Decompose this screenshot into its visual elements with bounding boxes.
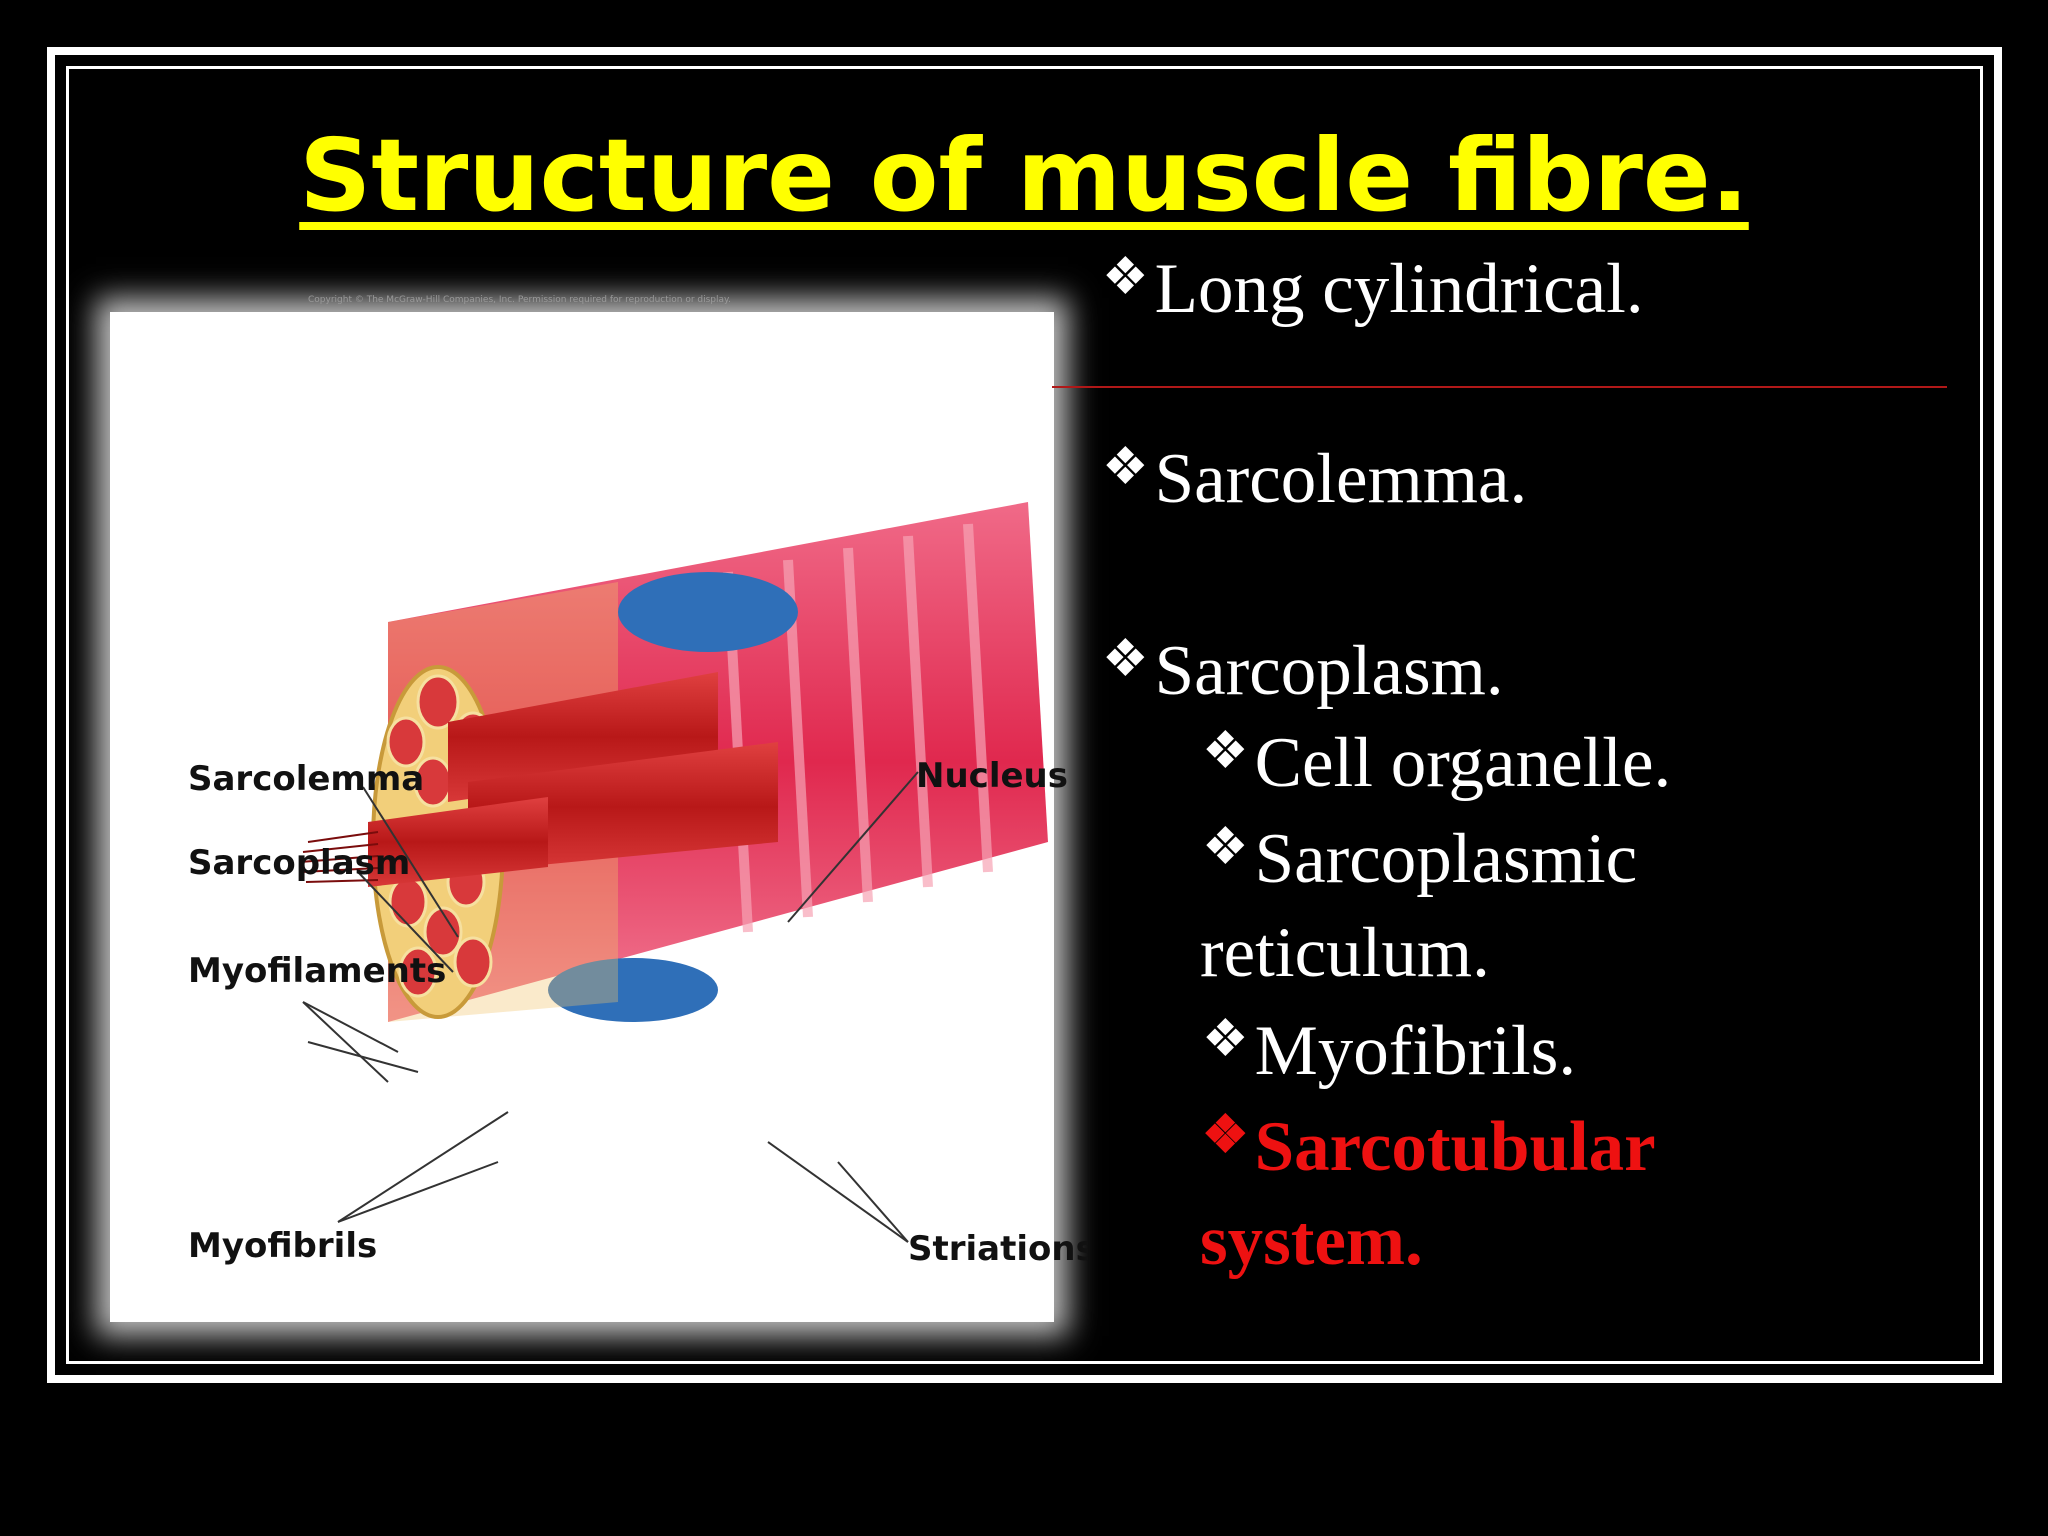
sub-bullet-item: ❖Cell organelle.: [1202, 723, 1672, 802]
slide-title: Structure of muscle fibre.: [299, 117, 1749, 234]
muscle-fibre-illustration: Copyright © The McGraw-Hill Companies, I…: [110, 295, 1088, 1322]
bullet-item: ❖Sarcolemma.: [1102, 439, 1528, 518]
sub-bullet-item-highlighted: ❖Sarcotubular: [1202, 1107, 1656, 1186]
red-divider: [1052, 386, 1947, 388]
label-nucleus: Nucleus: [916, 756, 1068, 796]
bullet-item: ❖Sarcoplasm.: [1102, 631, 1504, 710]
nucleus-blob-top: [618, 572, 798, 652]
label-striations: Striations: [908, 1229, 1088, 1269]
diamond-bullet-icon: ❖: [1102, 249, 1149, 306]
label-sarcolemma: Sarcolemma: [188, 759, 424, 799]
diamond-bullet-icon: ❖: [1202, 723, 1249, 780]
bullet-item: ❖Long cylindrical.: [1102, 249, 1644, 328]
diamond-bullet-icon: ❖: [1202, 1011, 1249, 1068]
label-myofibrils: Myofibrils: [188, 1226, 377, 1266]
slide-border-inner: [66, 66, 1983, 1364]
figure-copyright: Copyright © The McGraw-Hill Companies, I…: [308, 295, 731, 305]
diamond-bullet-icon: ❖: [1202, 819, 1249, 876]
label-myofilaments: Myofilaments: [188, 951, 446, 991]
striation-bands: [723, 523, 993, 933]
sub-bullet-item: ❖Sarcoplasmic: [1202, 819, 1638, 898]
muscle-fibre-diagram: Copyright © The McGraw-Hill Companies, I…: [188, 295, 1088, 1269]
sub-bullet-item: ❖Myofibrils.: [1202, 1011, 1577, 1090]
slide-border-outer: [47, 47, 2002, 1383]
sub-bullet-continuation: reticulum.: [1200, 914, 1490, 992]
diamond-bullet-icon: ❖: [1102, 631, 1149, 688]
diamond-bullet-icon: ❖: [1202, 1107, 1249, 1164]
label-leader-lines: [302, 771, 919, 1243]
sub-bullet-continuation-highlighted: system.: [1200, 1202, 1423, 1280]
label-sarcoplasm: Sarcoplasm: [188, 843, 410, 883]
nucleus-blob-bottom: [548, 958, 718, 1022]
diamond-bullet-icon: ❖: [1102, 439, 1149, 496]
